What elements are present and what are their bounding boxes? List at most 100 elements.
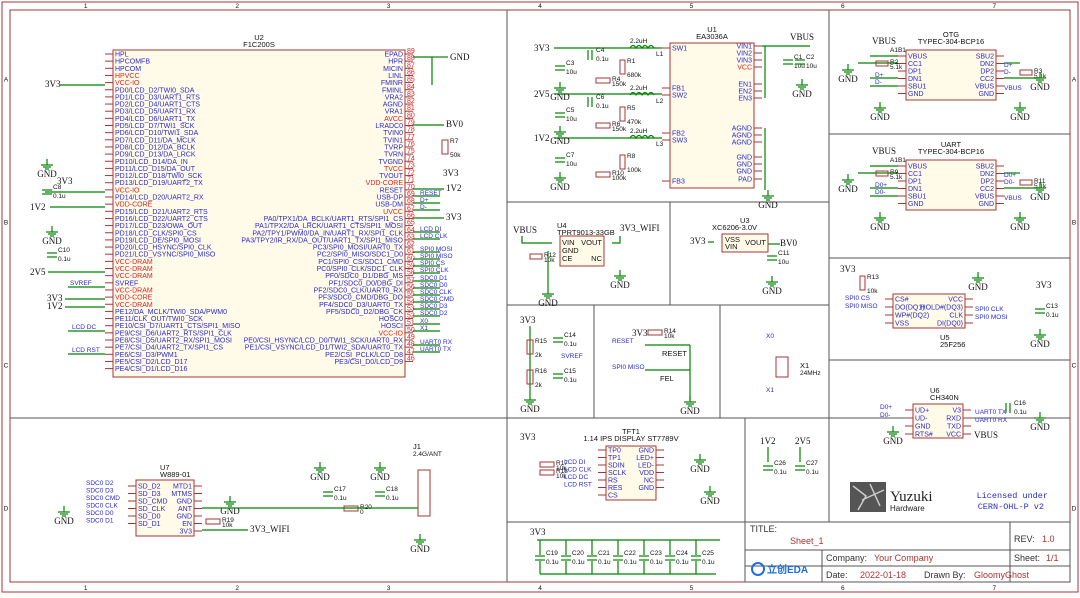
pin-name: PE7/CSI_D4/UART2_TX/SPI1_CS [115, 345, 223, 352]
net-vbus: VBUS [974, 430, 998, 440]
pin-name: VCC-DRAM [115, 273, 153, 280]
drawn-value: GloomyGhost [974, 570, 1030, 580]
res-val: 50k [450, 152, 461, 159]
pin-name: CC1 [908, 61, 922, 68]
pin-name: SBU2 [976, 54, 994, 61]
gnd-net: GND [450, 52, 470, 62]
pin-name: PD15/LCD_D21/UART2_RTS [115, 209, 208, 216]
gnd-net: GND [550, 92, 570, 102]
pin-name: PE1/CSI_VSYNC/LCD_D1/TWI2_SDA/UART0_TX [245, 345, 404, 352]
tft-net: LCD DI [564, 459, 586, 466]
net-3v3: 3V3 [446, 212, 462, 222]
pin-name: HPR [388, 59, 403, 66]
pin-num: 75 [407, 148, 415, 155]
net-1v2: 1V2 [47, 301, 63, 311]
pin-name: PD7/LCD_D11/DA_MCLK [115, 137, 196, 144]
pin-name: TVGND [379, 159, 404, 166]
pin-name: GND [176, 499, 192, 506]
tft-net: LCD CLK [564, 467, 592, 474]
pin-name: SD_D3 [138, 491, 161, 498]
pin-num: 85 [407, 77, 415, 84]
typec-dplus-r: D+ [1004, 62, 1013, 69]
net-3v3: 3V3 [690, 236, 706, 246]
u2-ref: U2 [254, 33, 264, 42]
cap-val: 0.1u [774, 469, 787, 476]
res-val: 2k [535, 382, 543, 389]
pin-name: VBUS [908, 164, 927, 171]
pin-num: 72 [407, 170, 415, 177]
pin-name: PE11/CLK_OUT/TWI0_SCK [115, 316, 203, 323]
rev-key: REV: [1014, 534, 1035, 544]
u4-ref: U4 [557, 221, 567, 230]
pin-name: MICIN [383, 66, 403, 73]
pin-name: GND [908, 91, 924, 98]
pin-name: VCC [948, 297, 963, 304]
cap-ref: C16 [1014, 400, 1026, 407]
sheet-key: Sheet: [1014, 553, 1040, 563]
pin-num: 82 [407, 98, 415, 105]
gnd-net: GND [310, 472, 330, 482]
otg-typec-block: VBUSCC1DP1DN1SBU1GNDSBU2DN2DP2CC2VBUSGND… [838, 30, 1050, 122]
res-ref: R18 [556, 468, 568, 475]
cap-ref: C10 [58, 247, 70, 254]
pin-name: AGND [732, 126, 752, 133]
date-key: Date: [826, 570, 848, 580]
pin-name: VDD-CORE [115, 202, 153, 209]
cap-val: 0.1u [806, 469, 819, 476]
cap-ref: C13 [1046, 303, 1058, 310]
res-val: 10k [556, 465, 567, 472]
res-ref: R1 [627, 58, 636, 65]
pin-num: 46 [407, 355, 415, 362]
u2-net-label: D- [420, 204, 427, 211]
pin-name: PE3/CSI_D0/LCD_D9 [335, 359, 404, 366]
cap-val: 0.1u [702, 559, 715, 566]
res-val: 10k [222, 522, 233, 529]
pin-name: VDD-CORE [366, 180, 404, 187]
pin-name: PC2/SPI0_MISO/SDC1_D0 [317, 252, 403, 259]
ind-ref: L1 [656, 51, 664, 58]
net-1v2: 1V2 [534, 133, 550, 143]
pin-name: PD11/LCD_D15/DA_OUT [115, 166, 196, 173]
wifi-ref: U7 [160, 463, 170, 472]
gnd-net: GND [968, 282, 988, 292]
typec-dplus: D+ [875, 72, 884, 79]
lceda-logo: 立创EDA [751, 562, 808, 576]
row-marker: D [4, 506, 9, 513]
pin-name: GND [915, 424, 931, 431]
ch340-ref: U6 [930, 386, 940, 395]
pin-name: PD9/LCD_D13/DA_LRCK [115, 152, 196, 159]
cap-val: 0.1u [676, 559, 689, 566]
reset-key: RESET [662, 349, 687, 358]
u2-net-label: X0 [420, 318, 428, 325]
pin-name: HOLD#(DQ3) [921, 305, 963, 312]
pin-name: VCC-DRAM [115, 302, 153, 309]
u2-net-label: SDC0 CMD [420, 296, 454, 303]
ant-ref: J1 [413, 442, 421, 451]
gnd-net: GND [690, 464, 710, 474]
pin-name: PE10/CSI_D7/UART1_CTS/SPI1_MISO [115, 323, 241, 330]
gnd-net: GND [1010, 112, 1030, 122]
net-3v3: 3V3 [534, 43, 550, 53]
cap-val: 0.1u [1014, 409, 1027, 416]
pin-name: EN2 [738, 89, 752, 96]
u2-net-label: SDC0 D2 [420, 310, 448, 317]
pin-name: SD_D2 [138, 484, 161, 491]
pin-num: 60 [407, 255, 415, 262]
pin-num: 56 [407, 284, 415, 291]
row-marker: D [1072, 506, 1077, 513]
pin-name: LED+ [636, 455, 654, 462]
pin-name: AGND [732, 133, 752, 140]
pin-name: AVCC [384, 116, 403, 123]
pin-name: LED- [638, 463, 655, 470]
typec-dminus-r: D- [1004, 69, 1011, 76]
u2-net-label: LCD CLK [420, 233, 448, 240]
pin-name: SD_D1 [138, 521, 161, 528]
flash-net: SPI0 MISO [845, 303, 878, 310]
ant-val: 2.4G/ANT [413, 451, 442, 458]
pin-name: VBUS [975, 194, 994, 201]
column-marker: 3 [387, 585, 391, 592]
cap-ref: C22 [624, 550, 636, 557]
